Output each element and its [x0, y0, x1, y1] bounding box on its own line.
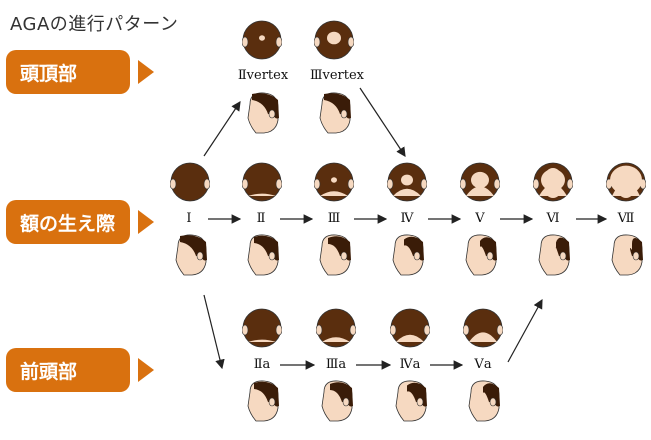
label-stage-3-vertex: Ⅲvertex: [309, 68, 365, 83]
head-side-view-icon: [390, 378, 430, 422]
label-stage-5: Ⅴ: [475, 211, 485, 226]
head-side-view-icon: [606, 232, 646, 276]
stage-3a: [316, 306, 356, 422]
arrow-1-2a: [203, 294, 225, 370]
badge-hairline-arrow-icon: [138, 210, 154, 234]
label-stage-3a: Ⅲa: [325, 357, 347, 372]
head-top-view-icon: [460, 160, 500, 202]
stage-5a: [463, 306, 503, 422]
head-top-view-icon: [390, 306, 430, 348]
head-top-view-icon: [606, 160, 646, 202]
head-top-view-icon: [316, 306, 356, 348]
head-side-view-icon: [460, 232, 500, 276]
badge-vertex-label: 頭頂部: [20, 62, 78, 85]
badge-hairline: 額の生え際: [6, 200, 130, 244]
head-side-view-icon: [387, 232, 427, 276]
head-top-view-icon: [533, 160, 573, 202]
diagram-title: AGAの進行パターン: [10, 14, 179, 35]
label-stage-4a: Ⅳa: [399, 357, 421, 372]
label-stage-2-vertex: Ⅱvertex: [237, 68, 289, 83]
head-side-view-icon: [242, 232, 282, 276]
head-side-view-icon: [242, 378, 282, 422]
stage-2a: [242, 306, 282, 422]
head-top-view-icon: [242, 306, 282, 348]
head-side-view-icon: [316, 378, 356, 422]
stage-7: [606, 160, 646, 276]
stage-2: [242, 160, 282, 276]
arrow-3v-4: [359, 87, 406, 158]
badge-frontal: 前頭部: [6, 348, 130, 392]
head-top-view-icon: [170, 160, 210, 202]
stage-3-vertex: [314, 18, 354, 134]
stage-2-vertex: [242, 18, 282, 134]
stage-4: [387, 160, 427, 276]
head-top-view-icon: [314, 160, 354, 202]
label-stage-5a: Ⅴa: [474, 357, 492, 372]
stage-6: [533, 160, 573, 276]
label-stage-4: Ⅳ: [400, 211, 414, 226]
label-stage-6: Ⅵ: [546, 211, 560, 226]
head-top-view-icon: [242, 18, 282, 60]
head-top-view-icon: [314, 18, 354, 60]
head-side-view-icon: [533, 232, 573, 276]
head-side-view-icon: [314, 232, 354, 276]
label-stage-2: Ⅱ: [256, 211, 266, 226]
head-side-view-icon: [242, 90, 282, 134]
head-side-view-icon: [463, 378, 503, 422]
stage-1: [170, 160, 210, 276]
head-side-view-icon: [170, 232, 210, 276]
badge-vertex-arrow-icon: [138, 60, 154, 84]
head-top-view-icon: [242, 160, 282, 202]
stage-4a: [390, 306, 430, 422]
stage-5: [460, 160, 500, 276]
arrow-5a-6: [507, 298, 543, 363]
label-stage-1: Ⅰ: [186, 211, 192, 226]
label-stage-2a: Ⅱa: [253, 357, 271, 372]
arrow-1-2v: [203, 101, 241, 157]
label-stage-3: Ⅲ: [327, 211, 341, 226]
badge-hairline-label: 額の生え際: [20, 212, 116, 235]
head-side-view-icon: [314, 90, 354, 134]
head-top-view-icon: [387, 160, 427, 202]
head-top-view-icon: [463, 306, 503, 348]
label-stage-7: Ⅶ: [617, 211, 635, 226]
badge-vertex: 頭頂部: [6, 50, 130, 94]
badge-frontal-label: 前頭部: [20, 360, 78, 383]
badge-frontal-arrow-icon: [138, 358, 154, 382]
stage-3: [314, 160, 354, 276]
